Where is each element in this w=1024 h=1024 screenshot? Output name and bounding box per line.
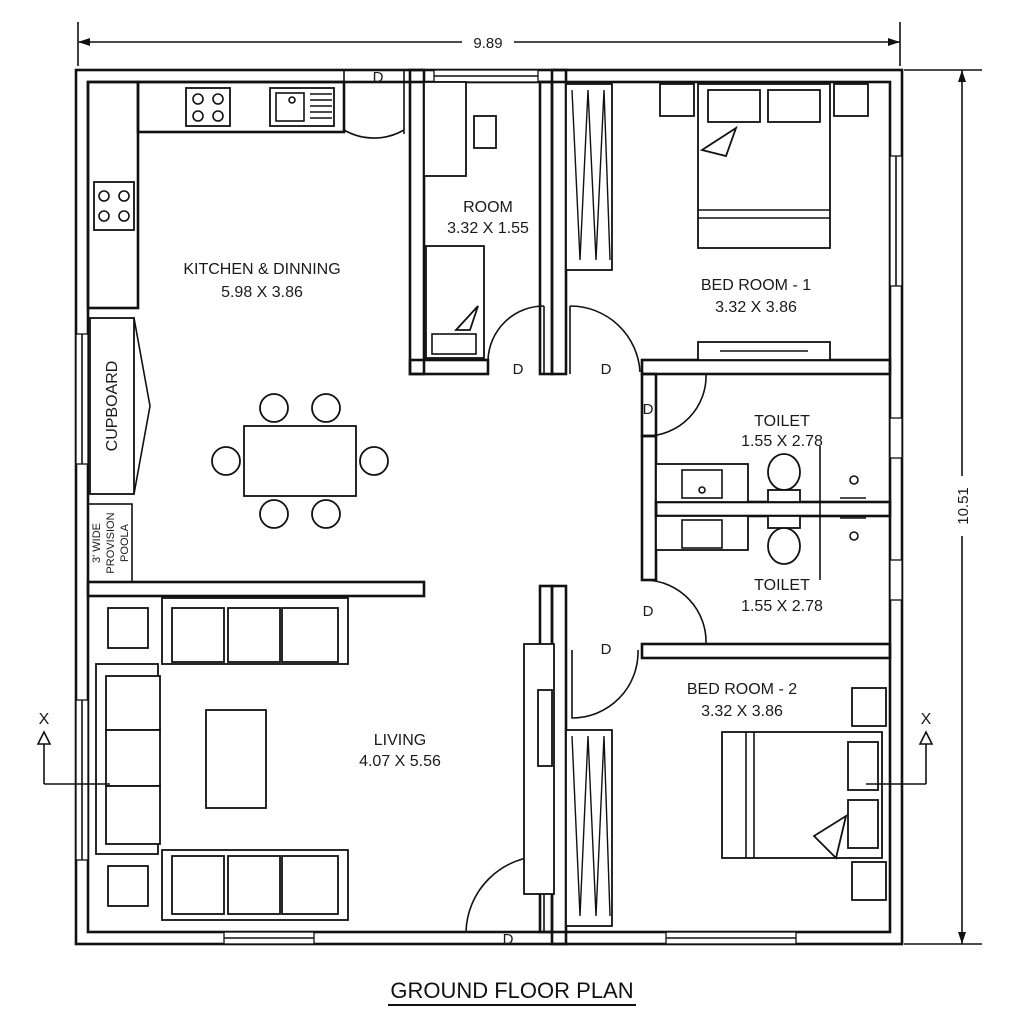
kitchen-size: 5.98 X 3.86 bbox=[221, 284, 303, 301]
door-label-living: D bbox=[503, 931, 514, 948]
toilet1-fittings bbox=[655, 446, 866, 580]
toilet1-size: 1.55 X 2.78 bbox=[741, 433, 823, 450]
section-marker-right-label: X bbox=[921, 711, 932, 728]
living-furniture bbox=[95, 597, 349, 921]
height-dimension-label: 10.51 bbox=[955, 487, 972, 525]
plan-title: GROUND FLOOR PLAN bbox=[0, 978, 1024, 1006]
bedroom1-size: 3.32 X 3.86 bbox=[715, 299, 797, 316]
door-label-bedroom2: D bbox=[601, 641, 612, 658]
door-label-bedroom1: D bbox=[601, 361, 612, 378]
provision-area: 3' WIDE PROVISION POOLA bbox=[87, 503, 133, 583]
toilet2-size: 1.55 X 2.78 bbox=[741, 598, 823, 615]
section-marker-right: X bbox=[866, 711, 934, 785]
plan-title-text: GROUND FLOOR PLAN bbox=[388, 978, 636, 1006]
toilet2-name: TOILET bbox=[754, 577, 810, 594]
living-name: LIVING bbox=[374, 732, 426, 749]
door-label-room: D bbox=[513, 361, 524, 378]
section-marker-left: X bbox=[36, 711, 110, 785]
provision-line3: POOLA bbox=[119, 523, 131, 562]
door-label-main: D bbox=[373, 69, 384, 86]
bedroom2-name: BED ROOM - 2 bbox=[687, 681, 797, 698]
door-label-toilet2: D bbox=[643, 603, 654, 620]
windows bbox=[75, 69, 903, 945]
section-marker-left-label: X bbox=[39, 711, 50, 728]
kitchen-name: KITCHEN & DINNING bbox=[183, 261, 340, 278]
bedroom2-furniture bbox=[523, 643, 887, 927]
room-size: 3.32 X 1.55 bbox=[447, 220, 529, 237]
width-dimension: 9.89 bbox=[77, 22, 901, 66]
study-furniture bbox=[423, 81, 497, 359]
height-dimension: 10.51 bbox=[904, 69, 982, 945]
room-name: ROOM bbox=[463, 199, 513, 216]
bedroom1-furniture bbox=[565, 83, 869, 361]
cupboard-label: CUPBOARD bbox=[104, 361, 121, 452]
provision-line1: 3' WIDE bbox=[91, 523, 103, 563]
living-size: 4.07 X 5.56 bbox=[359, 753, 441, 770]
provision-line2: PROVISION bbox=[105, 512, 117, 573]
bedroom1-name: BED ROOM - 1 bbox=[701, 277, 811, 294]
dining-table bbox=[211, 393, 389, 529]
doors bbox=[343, 70, 707, 933]
bedroom2-size: 3.32 X 3.86 bbox=[701, 703, 783, 720]
toilet2-fittings bbox=[655, 515, 866, 565]
toilet1-name: TOILET bbox=[754, 413, 810, 430]
kitchen-fittings bbox=[93, 87, 335, 231]
width-dimension-label: 9.89 bbox=[473, 35, 502, 52]
door-label-toilet1: D bbox=[643, 401, 654, 418]
cupboard: CUPBOARD bbox=[89, 317, 151, 495]
